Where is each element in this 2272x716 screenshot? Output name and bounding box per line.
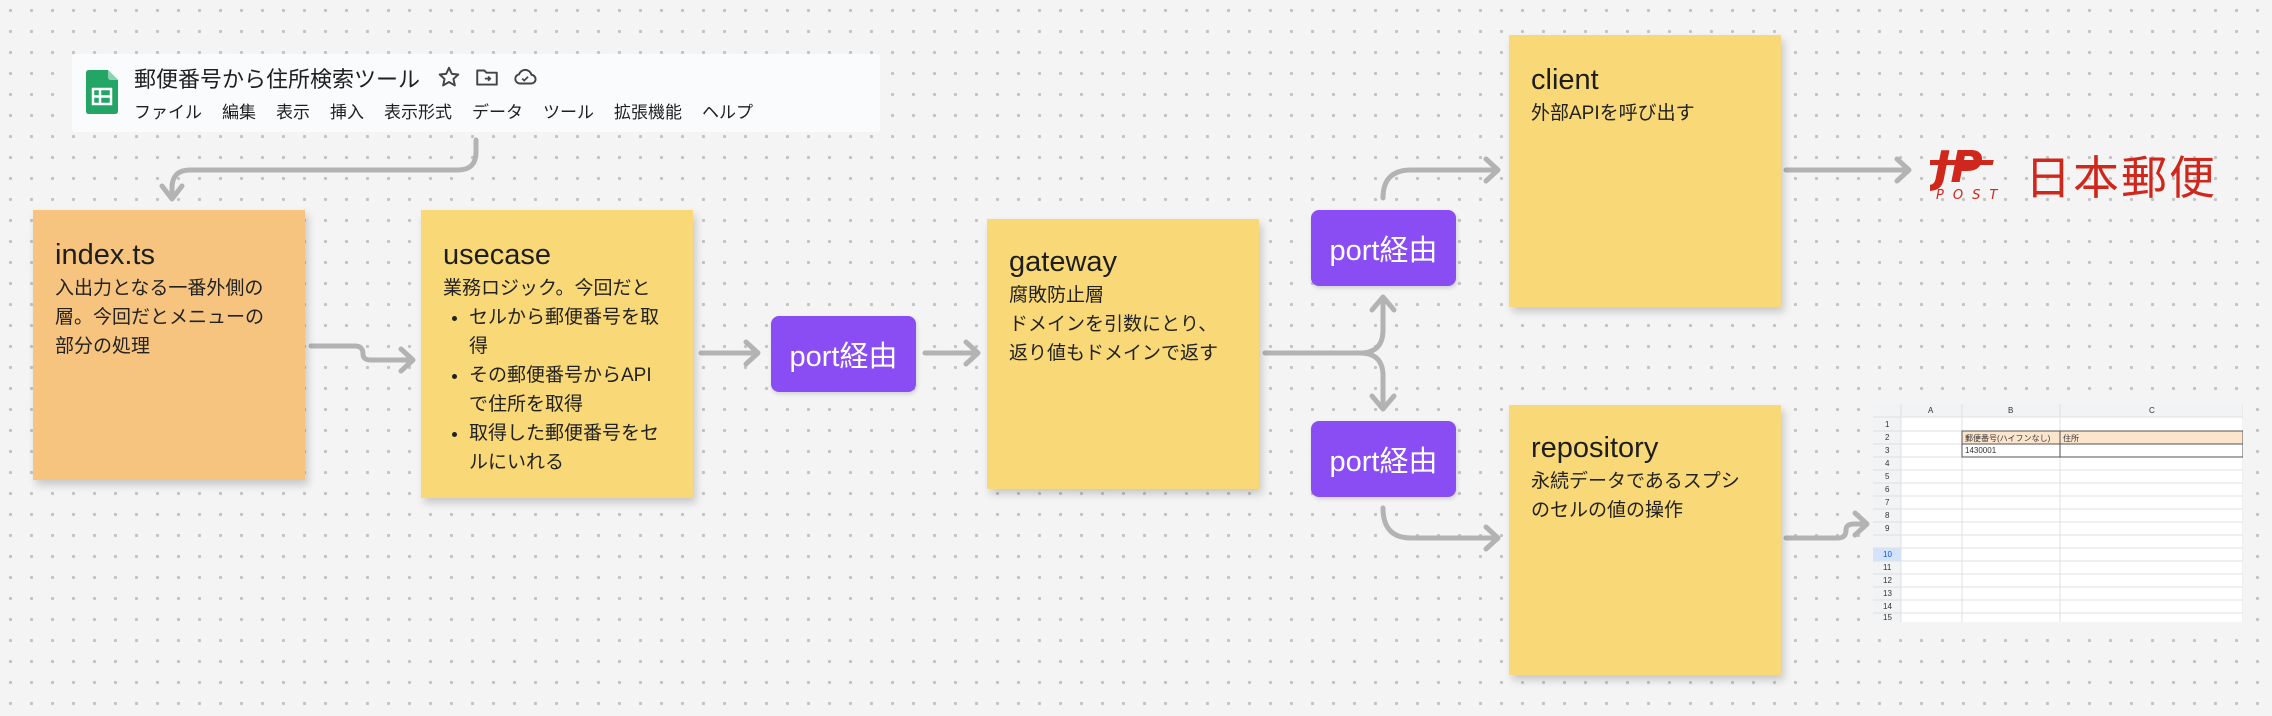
cell-c2: 住所 bbox=[2063, 434, 2079, 443]
port-box-usecase-gateway[interactable]: port経由 bbox=[771, 316, 916, 392]
note-gateway-line: 腐敗防止層 bbox=[1009, 285, 1105, 306]
row-header: 15 bbox=[1883, 613, 1892, 622]
document-title[interactable]: 郵便番号から住所検索ツール bbox=[134, 67, 421, 92]
port-box-repository[interactable]: port経由 bbox=[1311, 421, 1456, 497]
port-box-client[interactable]: port経由 bbox=[1311, 210, 1456, 286]
menu-insert[interactable]: 挿入 bbox=[330, 103, 364, 122]
note-client-body: 外部APIを呼び出す bbox=[1531, 99, 1759, 128]
row-header: 12 bbox=[1883, 576, 1892, 585]
cell-b3: 1430001 bbox=[1965, 446, 1997, 455]
note-client[interactable]: client 外部APIを呼び出す bbox=[1509, 35, 1781, 307]
move-folder-icon[interactable] bbox=[474, 64, 500, 90]
menu-edit[interactable]: 編集 bbox=[222, 103, 256, 122]
star-icon[interactable] bbox=[436, 64, 462, 90]
note-gateway-title: gateway bbox=[1009, 246, 1118, 278]
note-gateway-line: 返り値もドメインで返す bbox=[1009, 343, 1219, 364]
japan-post-logo-icon: JP POST bbox=[1930, 142, 2006, 202]
note-index-line: 層。今回だとメニューの bbox=[55, 307, 265, 328]
arrow-header-to-index bbox=[169, 137, 479, 201]
spreadsheet-thumbnail: A B C 1 2 3 4 5 6 7 8 9 10 11 12 13 14 1… bbox=[1873, 404, 2243, 622]
row-header: 6 bbox=[1885, 485, 1890, 494]
note-index-line: 部分の処理 bbox=[55, 336, 151, 357]
row-header: 7 bbox=[1885, 498, 1890, 507]
japan-post-wordmark: 日本郵便 bbox=[2025, 151, 2217, 205]
row-header: 8 bbox=[1885, 511, 1890, 520]
row-header: 14 bbox=[1883, 602, 1892, 611]
row-header: 3 bbox=[1885, 446, 1890, 455]
note-usecase-intro: 業務ロジック。今回だと bbox=[443, 278, 651, 299]
row-header: 9 bbox=[1885, 524, 1890, 533]
row-header: 13 bbox=[1883, 589, 1892, 598]
arrow-port-to-repository bbox=[1380, 505, 1500, 541]
note-repository-body: 永続データであるスプシ のセルの値の操作 bbox=[1531, 467, 1759, 525]
note-repository-line: のセルの値の操作 bbox=[1531, 500, 1684, 521]
note-usecase-title: usecase bbox=[443, 239, 552, 271]
note-repository-line: 永続データであるスプシ bbox=[1531, 471, 1740, 492]
note-index-title: index.ts bbox=[55, 239, 155, 271]
japan-post-logo-letters: JP bbox=[1930, 142, 1983, 193]
menu-extensions[interactable]: 拡張機能 bbox=[614, 103, 682, 122]
row-header: 11 bbox=[1883, 563, 1892, 572]
sheets-header: 郵便番号から住所検索ツール ファイル 編集 表示 挿入 表示形式 データ ツール… bbox=[72, 54, 880, 132]
note-index-body: 入出力となる一番外側の 層。今回だとメニューの 部分の処理 bbox=[55, 274, 283, 361]
menu-data[interactable]: データ bbox=[472, 103, 523, 122]
menu-format[interactable]: 表示形式 bbox=[384, 103, 452, 122]
menu-help[interactable]: ヘルプ bbox=[702, 103, 753, 122]
note-index[interactable]: index.ts 入出力となる一番外側の 層。今回だとメニューの 部分の処理 bbox=[33, 210, 305, 480]
note-client-line: 外部APIを呼び出す bbox=[1531, 103, 1695, 124]
row-header: 1 bbox=[1885, 420, 1890, 429]
row-header-selected: 10 bbox=[1883, 550, 1892, 559]
arrow-gateway-split bbox=[1262, 295, 1386, 356]
cell-b2: 郵便番号(ハイフンなし) bbox=[1965, 434, 2051, 443]
row-header: 4 bbox=[1885, 459, 1890, 468]
cloud-status-icon[interactable] bbox=[512, 64, 538, 90]
japan-post-sub: POST bbox=[1936, 188, 2006, 202]
note-gateway-body: 腐敗防止層 ドメインを引数にとり、 返り値もドメインで返す bbox=[1009, 281, 1237, 368]
arrow-index-to-usecase bbox=[308, 343, 415, 363]
column-header-c: C bbox=[2149, 406, 2155, 415]
menu-view[interactable]: 表示 bbox=[276, 103, 310, 122]
row-header: 2 bbox=[1885, 433, 1890, 442]
column-header-b: B bbox=[2008, 406, 2014, 415]
sheets-logo-icon[interactable] bbox=[86, 70, 118, 114]
note-repository-title: repository bbox=[1531, 432, 1659, 464]
column-header-a: A bbox=[1928, 406, 1934, 415]
arrow-repository-to-sheet bbox=[1783, 521, 1869, 541]
menu-file[interactable]: ファイル bbox=[134, 103, 202, 122]
note-gateway[interactable]: gateway 腐敗防止層 ドメインを引数にとり、 返り値もドメインで返す bbox=[987, 219, 1259, 489]
menu-bar: ファイル 編集 表示 挿入 表示形式 データ ツール 拡張機能 ヘルプ bbox=[134, 98, 773, 123]
note-repository[interactable]: repository 永続データであるスプシ のセルの値の操作 bbox=[1509, 405, 1781, 675]
arrow-port-to-client bbox=[1380, 167, 1500, 201]
note-index-line: 入出力となる一番外側の bbox=[55, 278, 264, 299]
note-client-title: client bbox=[1531, 64, 1599, 96]
menu-tools[interactable]: ツール bbox=[543, 103, 594, 122]
note-gateway-line: ドメインを引数にとり、 bbox=[1009, 314, 1218, 335]
row-header: 5 bbox=[1885, 472, 1890, 481]
